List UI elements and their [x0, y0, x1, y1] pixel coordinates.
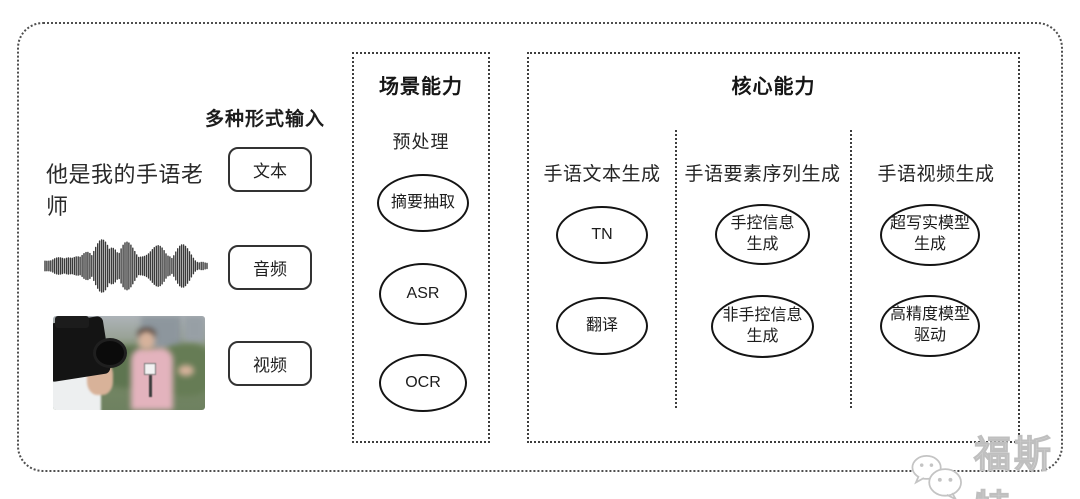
input-type-audio-box: 音频	[228, 245, 312, 290]
column-divider	[850, 130, 852, 408]
photo-camera-top	[55, 316, 89, 328]
column-header-sign-text-generation: 手语文本生成	[543, 164, 661, 185]
node-summary-extraction: 摘要抽取	[377, 174, 469, 232]
photo-camera-lens	[93, 338, 127, 368]
scene-capability-box: 场景能力 预处理 摘要抽取 ASR OCR	[352, 52, 490, 443]
audio-waveform-icon	[44, 228, 208, 304]
core-capability-box: 核心能力 手语文本生成 手语要素序列生成 手语视频生成 TN 翻译 手控信息 生…	[527, 52, 1020, 443]
watermark-text: 福斯特	[973, 434, 1054, 499]
node-manual-info-generation: 手控信息 生成	[715, 204, 810, 265]
scene-capability-title: 场景能力	[379, 76, 463, 98]
core-capability-title: 核心能力	[731, 76, 816, 98]
node-ocr: OCR	[379, 354, 467, 412]
photo-microphone	[144, 363, 157, 375]
preprocess-label: 预处理	[392, 132, 450, 152]
photo-reporter-head	[138, 331, 156, 351]
watermark: 福斯特	[908, 424, 1080, 499]
outer-dotted-frame	[17, 22, 1063, 472]
video-frame-photo	[53, 316, 205, 410]
node-non-manual-info-generation: 非手控信息 生成	[711, 295, 814, 358]
wechat-bubbles-icon	[911, 455, 962, 499]
input-type-video-box: 视频	[228, 341, 312, 386]
input-type-text-box: 文本	[228, 147, 312, 192]
column-header-sign-video-generation: 手语视频生成	[877, 164, 995, 185]
node-asr: ASR	[379, 263, 467, 325]
column-header-sign-element-sequence-generation: 手语要素序列生成	[684, 164, 841, 185]
photo-reporter-hand	[177, 364, 194, 376]
input-section-heading: 多种形式输入	[205, 109, 326, 130]
sample-sentence-text: 他是我的手语老师	[46, 162, 204, 219]
photo-microphone-stem	[148, 375, 152, 398]
node-tn: TN	[556, 206, 648, 264]
node-translation: 翻译	[556, 297, 648, 355]
photo-building	[183, 316, 205, 343]
node-hyperrealistic-model-generation: 超写实模型 生成	[880, 204, 980, 266]
node-high-precision-model-driving: 高精度模型 驱动	[880, 295, 980, 357]
column-divider	[675, 130, 677, 408]
